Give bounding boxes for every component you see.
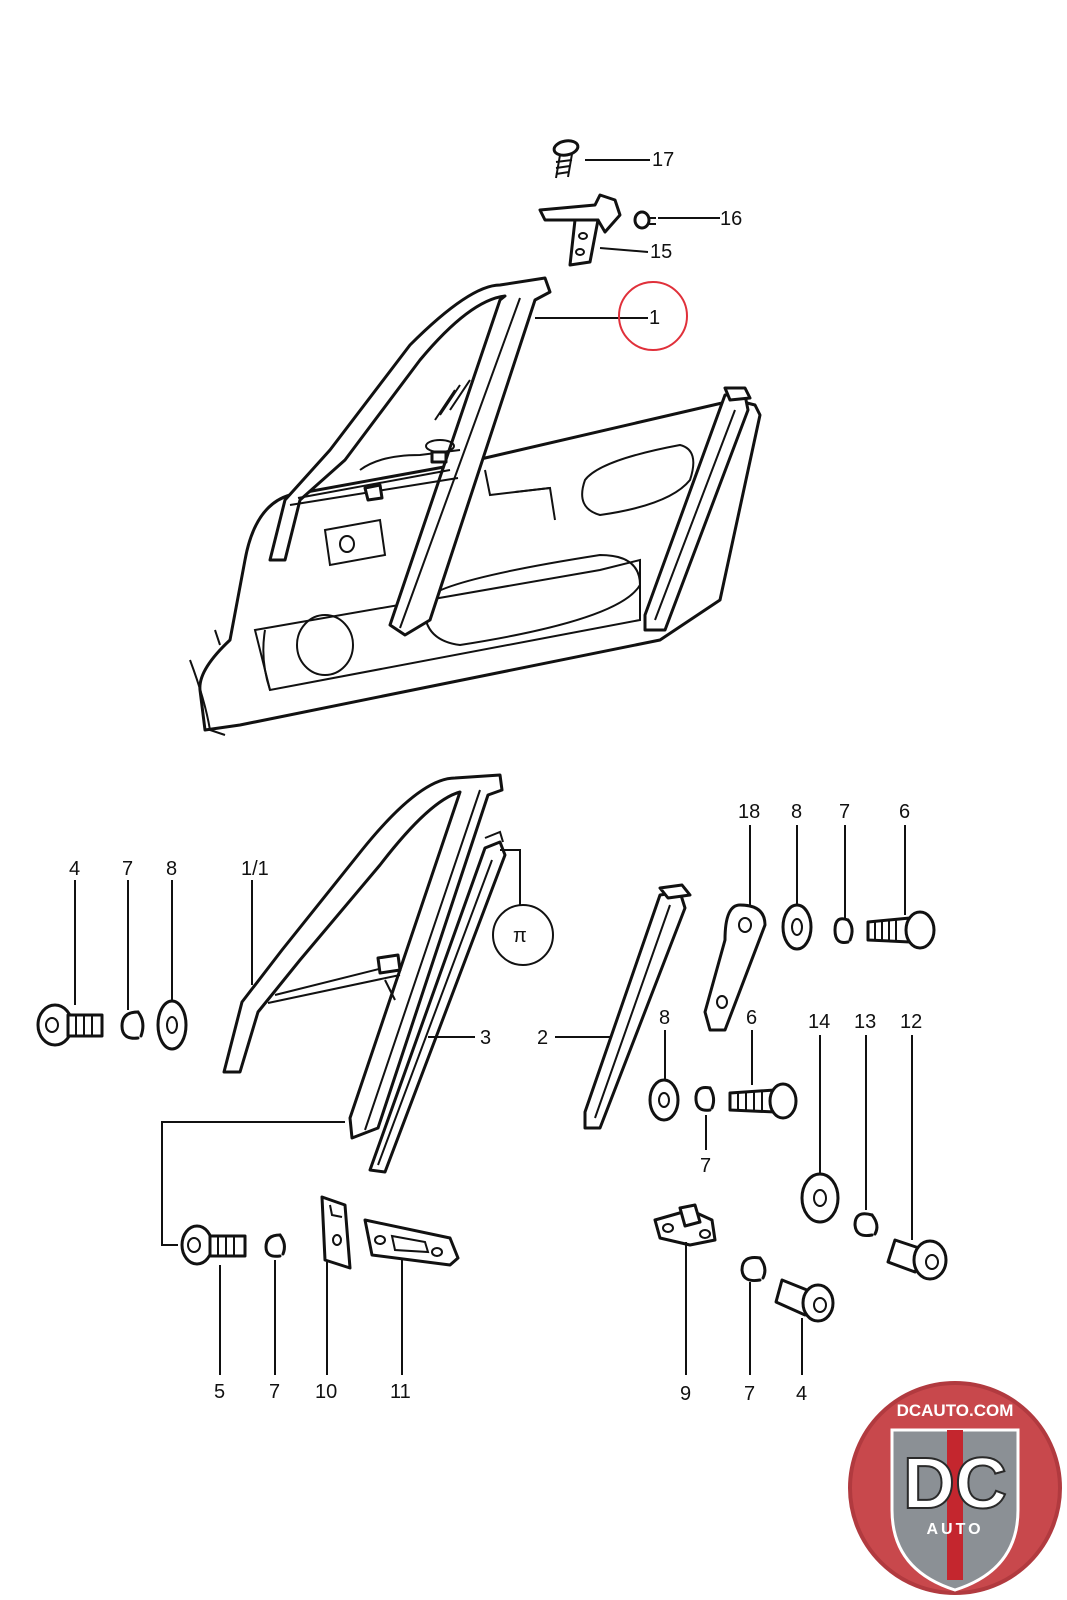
callout-1: 1 bbox=[649, 307, 660, 329]
lock-washer-part-13 bbox=[853, 1212, 879, 1237]
callout-4-bottom-right: 4 bbox=[796, 1383, 807, 1405]
callout-7-middle: 7 bbox=[700, 1155, 711, 1177]
leader-lines bbox=[74, 159, 913, 1375]
callout-14: 14 bbox=[808, 1011, 830, 1033]
bracket-part-11 bbox=[363, 1218, 460, 1267]
lock-washer-part-7-right bbox=[833, 917, 854, 944]
callout-9: 9 bbox=[680, 1383, 691, 1405]
logo-top-text: DCAUTO.COM bbox=[897, 1401, 1014, 1420]
callout-18: 18 bbox=[738, 801, 760, 823]
callout-8-top-right: 8 bbox=[791, 801, 802, 823]
callout-circle-pi bbox=[492, 904, 554, 966]
rivet-part-16 bbox=[633, 210, 656, 230]
callout-8-middle: 8 bbox=[659, 1007, 670, 1029]
bolt-part-6-middle bbox=[728, 1082, 798, 1120]
callout-1-1: 1/1 bbox=[241, 858, 269, 880]
lock-washer-part-7-lower-right bbox=[740, 1256, 767, 1282]
callout-11: 11 bbox=[390, 1381, 411, 1403]
washer-part-8-left bbox=[156, 999, 188, 1051]
bolt-part-5 bbox=[180, 1224, 247, 1266]
guide-rail-part-2 bbox=[583, 883, 692, 1130]
washer-part-8-right bbox=[781, 903, 813, 951]
lock-washer-part-7-left bbox=[120, 1010, 145, 1040]
dcauto-logo: DCAUTO.COM DC AUTO bbox=[848, 1381, 1062, 1595]
callout-16: 16 bbox=[720, 208, 742, 230]
callout-10: 10 bbox=[315, 1381, 337, 1403]
logo-mark: DC bbox=[903, 1444, 1007, 1524]
logo-bottom-text: AUTO bbox=[926, 1521, 983, 1538]
callout-3: 3 bbox=[480, 1027, 491, 1049]
vent-frame-part-1-1 bbox=[222, 773, 504, 1140]
callout-6-middle: 6 bbox=[746, 1007, 757, 1029]
screw-part-17 bbox=[552, 139, 580, 179]
callout-12: 12 bbox=[900, 1011, 922, 1033]
channel-part-3 bbox=[368, 830, 507, 1174]
bolt-part-4-left bbox=[36, 1003, 104, 1047]
lock-washer-part-7-middle bbox=[694, 1086, 716, 1112]
bracket-part-9 bbox=[653, 1203, 717, 1247]
callout-pi: π bbox=[513, 925, 527, 947]
callout-5: 5 bbox=[214, 1381, 225, 1403]
callout-7-bottom-left: 7 bbox=[269, 1381, 280, 1403]
hinge-part-15 bbox=[538, 193, 622, 267]
callout-labels: 17 16 15 1 4 7 8 1/1 π 3 2 18 8 7 6 8 6 … bbox=[69, 149, 922, 1405]
callout-7-bottom-right: 7 bbox=[744, 1383, 755, 1405]
bolt-part-12 bbox=[886, 1238, 948, 1281]
plate-part-10 bbox=[320, 1195, 352, 1270]
lock-washer-part-7-lower-left bbox=[264, 1233, 286, 1258]
washer-part-8-middle bbox=[648, 1078, 680, 1122]
callout-7-left: 7 bbox=[122, 858, 133, 880]
bolt-part-4-right bbox=[774, 1278, 835, 1323]
callout-15: 15 bbox=[650, 241, 672, 263]
callout-6-top-right: 6 bbox=[899, 801, 910, 823]
bracket-part-18 bbox=[703, 903, 767, 1032]
callout-8-left: 8 bbox=[166, 858, 177, 880]
callout-2: 2 bbox=[537, 1027, 548, 1049]
door-assembly-illustration bbox=[189, 276, 762, 736]
logo-stripe bbox=[947, 1430, 963, 1580]
highlight-circle bbox=[618, 281, 688, 351]
bolt-part-6-right bbox=[866, 910, 936, 950]
callout-13: 13 bbox=[854, 1011, 876, 1033]
callout-7-top-right: 7 bbox=[839, 801, 850, 823]
callout-4-left: 4 bbox=[69, 858, 80, 880]
callout-17: 17 bbox=[652, 149, 674, 171]
washer-part-14 bbox=[800, 1172, 840, 1224]
